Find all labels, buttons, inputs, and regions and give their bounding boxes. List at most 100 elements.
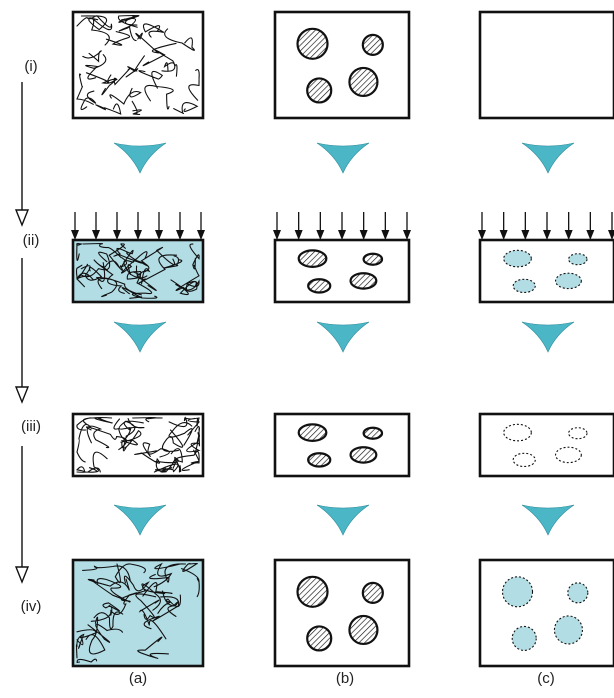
hatched-particle-icon xyxy=(362,252,384,266)
flow-arrow-2 xyxy=(14,258,30,404)
hatched-particle-icon xyxy=(348,66,379,98)
panel-c-1 xyxy=(478,10,614,120)
flow-arrow-1 xyxy=(14,82,30,227)
flow-arrow-3 xyxy=(14,446,30,584)
panel-frame xyxy=(478,558,614,668)
dashed-pore-icon xyxy=(568,427,588,440)
hatched-particle-icon xyxy=(307,452,332,468)
pressure-arrow-icon xyxy=(586,230,595,240)
panel-b-4 xyxy=(273,558,411,668)
panel-c-4 xyxy=(478,558,614,668)
chevron-group xyxy=(113,142,575,536)
panel-a-1 xyxy=(71,10,205,120)
column-label-c: (c) xyxy=(537,670,555,687)
column-label-a: (a) xyxy=(128,670,148,687)
downward-flow-arrow-icon xyxy=(14,386,30,404)
pressure-arrow-icon xyxy=(359,230,368,240)
filled-pore-icon xyxy=(553,615,583,645)
panel-frame xyxy=(273,412,411,478)
filled-pore-icon xyxy=(512,278,536,294)
panel-frame xyxy=(71,558,205,668)
fiber-network-icon xyxy=(75,416,201,473)
dashed-pore-icon xyxy=(503,423,532,442)
panel-frame xyxy=(273,10,411,120)
filled-pore-icon xyxy=(503,249,532,268)
downward-flow-arrow-icon xyxy=(14,566,30,584)
hatched-particle-icon xyxy=(297,249,328,268)
hatched-particle-icon xyxy=(349,272,378,290)
fiber-network-icon xyxy=(75,562,200,663)
panel-frame xyxy=(71,412,205,478)
filled-pore-icon xyxy=(568,253,588,266)
filled-pore-icon xyxy=(511,625,537,651)
chevron-down-icon xyxy=(113,321,167,353)
panel-b-1 xyxy=(273,10,411,120)
pressure-arrow-icon xyxy=(92,230,100,240)
pressure-arrow-icon xyxy=(71,230,79,240)
stage-label-i: (i) xyxy=(24,58,38,75)
pressure-arrow-icon xyxy=(134,230,142,240)
pressure-arrow-icon xyxy=(403,230,411,240)
hatched-particle-icon xyxy=(296,575,329,608)
filled-pore-icon xyxy=(567,582,589,604)
pressure-arrow-icon xyxy=(381,230,390,240)
hatched-particle-icon xyxy=(306,77,333,104)
panel-frame xyxy=(478,238,614,304)
chevron-down-icon xyxy=(316,321,370,353)
chevron-down-icon xyxy=(113,504,167,536)
chevron-down-icon xyxy=(113,142,167,174)
panel-grid xyxy=(71,10,614,668)
pressure-arrow-icon xyxy=(294,230,303,240)
panel-c-3 xyxy=(478,412,614,478)
hatched-particle-icon xyxy=(362,426,384,440)
downward-flow-arrow-icon xyxy=(14,209,30,227)
panel-frame xyxy=(273,558,411,668)
pressure-arrow-icon xyxy=(113,230,121,240)
panel-b-2 xyxy=(273,238,411,304)
stage-label-iii: (iii) xyxy=(21,418,41,435)
chevron-down-icon xyxy=(521,142,575,174)
chevron-down-icon xyxy=(316,504,370,536)
pressure-arrow-icon xyxy=(564,230,573,240)
hatched-particle-icon xyxy=(348,614,379,646)
dashed-pore-icon xyxy=(555,446,582,464)
filled-pore-icon xyxy=(555,272,582,290)
stage-label-iv: (iv) xyxy=(20,598,42,615)
stage-label-ii: (ii) xyxy=(22,232,40,249)
panel-frame xyxy=(478,412,614,478)
panel-b-3 xyxy=(273,412,411,478)
panel-a-4 xyxy=(71,558,205,668)
pressure-arrow-icon xyxy=(521,230,530,240)
panel-frame xyxy=(273,238,411,304)
hatched-particle-icon xyxy=(297,423,328,442)
hatched-particle-icon xyxy=(296,27,329,60)
pressure-arrow-icon xyxy=(197,230,205,240)
filled-pore-icon xyxy=(501,576,534,608)
fiber-network-icon xyxy=(75,242,200,299)
pressure-arrow-icon xyxy=(155,230,163,240)
chevron-down-icon xyxy=(521,504,575,536)
hatched-particle-icon xyxy=(361,581,384,604)
column-label-b: (b) xyxy=(335,670,355,687)
pressure-arrow-icon xyxy=(608,230,614,240)
pressure-arrow-icon xyxy=(176,230,184,240)
hatched-particle-icon xyxy=(349,446,378,464)
pressure-arrow-icon xyxy=(499,230,508,240)
fiber-network-icon xyxy=(76,14,200,116)
chevron-down-icon xyxy=(316,142,370,174)
hatched-particle-icon xyxy=(361,33,384,56)
pressure-arrow-icon xyxy=(338,230,346,240)
panel-frame xyxy=(478,10,614,120)
panel-a-3 xyxy=(71,412,205,478)
pressure-arrows xyxy=(71,212,614,240)
pressure-arrow-icon xyxy=(273,230,281,240)
hatched-particle-icon xyxy=(306,625,333,652)
pressure-arrow-icon xyxy=(543,230,551,240)
hatched-particle-icon xyxy=(307,278,332,294)
pressure-arrow-icon xyxy=(478,230,486,240)
pressure-arrow-icon xyxy=(316,230,325,240)
chevron-down-icon xyxy=(521,321,575,353)
panel-c-2 xyxy=(478,238,614,304)
